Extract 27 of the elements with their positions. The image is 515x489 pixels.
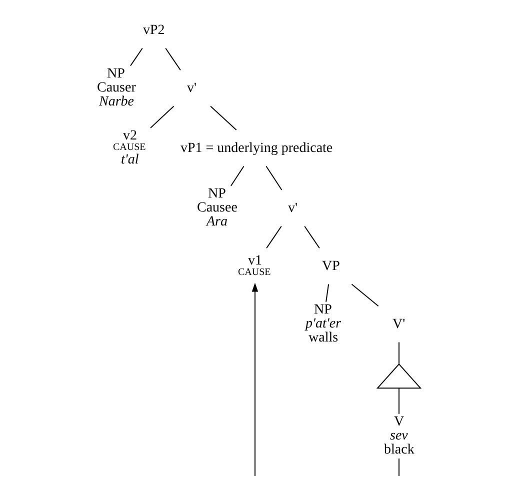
connector — [130, 48, 143, 66]
connector — [326, 284, 330, 302]
node-text: v' — [288, 200, 298, 216]
node-text: vP2 — [143, 22, 165, 38]
node-text: NP p'at'er walls — [306, 302, 342, 346]
connector — [304, 226, 320, 249]
connector — [210, 106, 237, 130]
node-text: v2 CAUSE t'al — [113, 128, 146, 168]
node-text: VP — [322, 258, 340, 274]
node-text: V' — [392, 316, 406, 332]
arrow — [252, 282, 258, 477]
connector — [266, 226, 282, 249]
connector — [266, 166, 282, 190]
connector — [398, 458, 400, 477]
node-text: vP1 = underlying predicate — [180, 140, 333, 156]
node-text: v1 CAUSE — [238, 253, 271, 278]
connector — [398, 342, 400, 364]
connector — [351, 284, 379, 307]
connector — [165, 48, 181, 71]
node-text: NP Causee Ara — [197, 186, 238, 230]
node-triangle — [376, 363, 422, 389]
node-text: V sev black — [384, 414, 414, 458]
connector — [230, 166, 244, 186]
connector — [150, 106, 174, 128]
node-text: NP Causer Narbe — [97, 66, 136, 110]
node-text: v' — [187, 80, 197, 96]
connector — [398, 388, 400, 414]
